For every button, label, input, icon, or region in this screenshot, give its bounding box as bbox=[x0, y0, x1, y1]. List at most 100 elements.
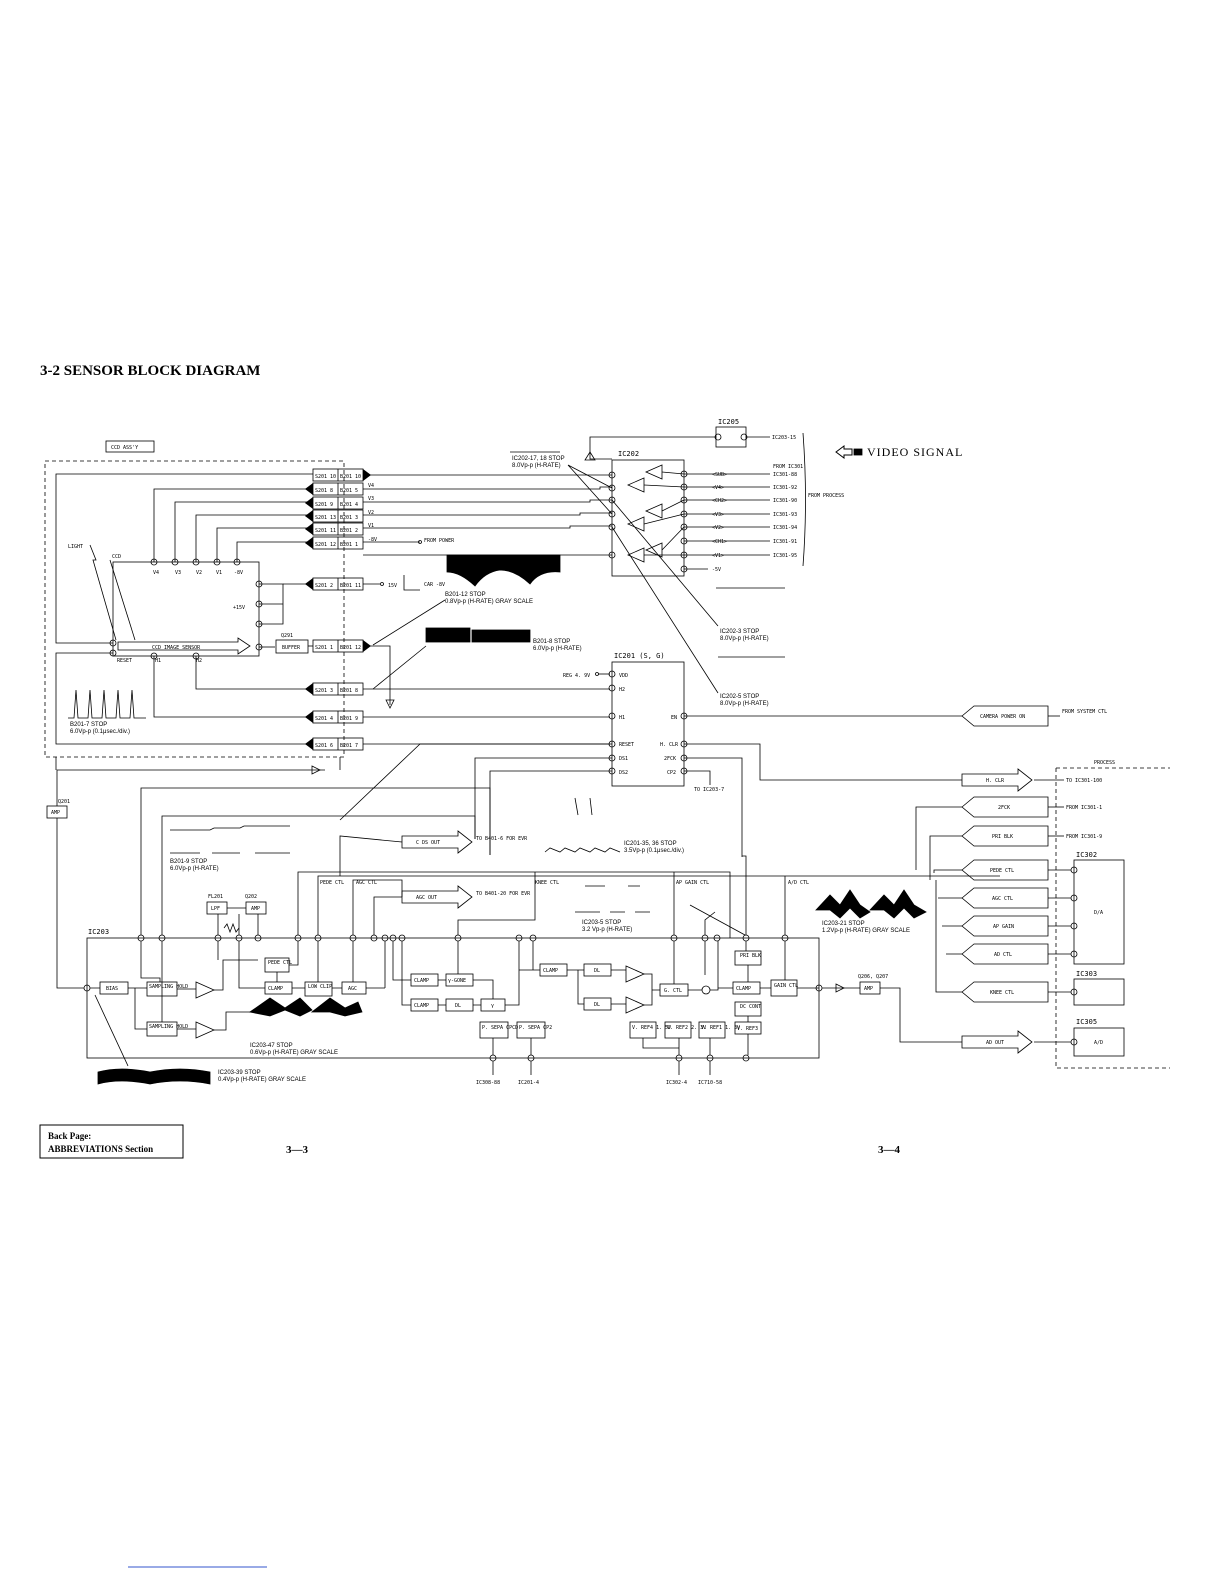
svg-text:V1: V1 bbox=[216, 570, 222, 576]
cds-out-arrow: C DS OUT TO B401-6 FOR EVR bbox=[401, 830, 528, 854]
waveform-ic202-5: IC202-5 STOP 8.0Vp-p (H-RATE) bbox=[611, 526, 769, 707]
legend-label: VIDEO SIGNAL bbox=[867, 445, 963, 459]
svg-text:IC203-15: IC203-15 bbox=[772, 435, 796, 441]
waveform-ic202-17: IC202-17, 18 STOP 8.0Vp-p (H-RATE) bbox=[510, 451, 613, 515]
agc-out-arrow: AGC OUT TO B401-20 FOR EVR bbox=[401, 885, 531, 909]
svg-text:FROM POWER: FROM POWER bbox=[424, 538, 455, 544]
svg-text:VDD: VDD bbox=[619, 673, 628, 679]
waveform-b201-12: B201-12 STOP 0.8Vp-p (H-RATE) GRAY SCALE bbox=[372, 554, 561, 646]
svg-text:GAIN CTL: GAIN CTL bbox=[774, 983, 798, 989]
svg-text:<V2>: <V2> bbox=[712, 525, 724, 531]
svg-text:AP GAIN CTL: AP GAIN CTL bbox=[676, 880, 709, 886]
waveform-ic203-5: IC203-5 STOP 3.2 Vp-p (H-RATE) bbox=[575, 885, 746, 936]
right-signal-arrows bbox=[961, 768, 1064, 1054]
svg-text:V3: V3 bbox=[175, 570, 181, 576]
back-page-line2: ABBREVIATIONS Section bbox=[48, 1144, 153, 1154]
svg-text:B201 10: B201 10 bbox=[340, 474, 361, 480]
svg-text:CLAMP: CLAMP bbox=[268, 986, 283, 992]
ic201-box bbox=[611, 661, 685, 787]
ccd-sensor-box bbox=[112, 561, 260, 657]
svg-text:BIAS: BIAS bbox=[106, 986, 118, 992]
svg-text:IC203-47 STOP: IC203-47 STOP bbox=[250, 1043, 293, 1049]
ccd-assy-label: CCD ASS'Y bbox=[111, 445, 138, 451]
svg-text:CAR -8V: CAR -8V bbox=[424, 582, 445, 588]
svg-text:<V1>: <V1> bbox=[712, 553, 724, 559]
page-number-left: 3—3 bbox=[286, 1144, 309, 1156]
waveform-ic202-3: IC202-3 STOP 8.0Vp-p (H-RATE) bbox=[611, 499, 785, 658]
ccd-label: CCD bbox=[112, 554, 121, 560]
svg-text:<CH2>: <CH2> bbox=[712, 498, 727, 504]
svg-text:0.6Vp-p (H-RATE) GRAY SCALE: 0.6Vp-p (H-RATE) GRAY SCALE bbox=[250, 1050, 338, 1056]
svg-text:PRI BLK: PRI BLK bbox=[740, 953, 761, 959]
ic202-box bbox=[611, 459, 685, 577]
svg-text:<V4>: <V4> bbox=[712, 485, 724, 491]
svg-text:H2: H2 bbox=[196, 658, 202, 664]
page-title: 3-2 SENSOR BLOCK DIAGRAM bbox=[40, 363, 260, 379]
back-page-box bbox=[39, 1124, 184, 1159]
svg-text:S201 8: S201 8 bbox=[315, 488, 333, 494]
svg-text:B201 4: B201 4 bbox=[340, 502, 358, 508]
svg-text:H1: H1 bbox=[619, 715, 625, 721]
svg-text:+15V: +15V bbox=[233, 605, 245, 611]
svg-text:DL: DL bbox=[455, 1003, 461, 1009]
svg-text:IC301-88: IC301-88 bbox=[773, 472, 797, 478]
svg-text:S201 6: S201 6 bbox=[315, 743, 333, 749]
svg-text:IC301-95: IC301-95 bbox=[773, 553, 797, 559]
low-clip-box bbox=[304, 981, 333, 997]
svg-text:S201 4: S201 4 bbox=[315, 716, 333, 722]
svg-text:AGC: AGC bbox=[348, 986, 357, 992]
svg-text:DC CONT: DC CONT bbox=[740, 1004, 761, 1010]
svg-text:FROM IC301-1: FROM IC301-1 bbox=[1066, 805, 1102, 811]
svg-text:8.0Vp-p (H-RATE): 8.0Vp-p (H-RATE) bbox=[720, 701, 769, 707]
svg-text:B201 9: B201 9 bbox=[340, 716, 358, 722]
svg-text:DS1: DS1 bbox=[619, 756, 628, 762]
ic303-box bbox=[1073, 978, 1125, 1006]
svg-text:6.0Vp-p (H-RATE): 6.0Vp-p (H-RATE) bbox=[533, 646, 582, 652]
svg-text:B201-12 STOP: B201-12 STOP bbox=[445, 592, 486, 598]
svg-text:IC203-21 STOP: IC203-21 STOP bbox=[822, 921, 865, 927]
svg-text:B201 5: B201 5 bbox=[340, 488, 358, 494]
svg-text:S201 9: S201 9 bbox=[315, 502, 333, 508]
svg-text:RESET: RESET bbox=[117, 658, 132, 664]
svg-text:A/D: A/D bbox=[1094, 1040, 1103, 1046]
svg-text:S201 2: S201 2 bbox=[315, 583, 333, 589]
svg-text:SAMPLING HOLD: SAMPLING HOLD bbox=[149, 1024, 188, 1030]
svg-text:FROM IC301: FROM IC301 bbox=[773, 464, 803, 470]
svg-text:Q201: Q201 bbox=[58, 799, 70, 805]
svg-text:P. SEPA CP2: P. SEPA CP2 bbox=[519, 1025, 552, 1031]
waveform-ic203-21: IC203-21 STOP 1.2Vp-p (H-RATE) GRAY SCAL… bbox=[815, 889, 927, 934]
svg-text:6.0Vp-p (H-RATE): 6.0Vp-p (H-RATE) bbox=[170, 866, 219, 872]
svg-text:KNEE CTL: KNEE CTL bbox=[990, 990, 1014, 996]
svg-text:AMP: AMP bbox=[251, 906, 260, 912]
svg-text:H. CLR: H. CLR bbox=[986, 778, 1005, 784]
svg-text:IC201-35, 36 STOP: IC201-35, 36 STOP bbox=[624, 841, 677, 847]
svg-text:FROM SYSTEM CTL: FROM SYSTEM CTL bbox=[1062, 709, 1107, 715]
svg-text:B201-7 STOP: B201-7 STOP bbox=[70, 722, 107, 728]
svg-text:IC203-5 STOP: IC203-5 STOP bbox=[582, 920, 621, 926]
svg-text:A/D CTL: A/D CTL bbox=[788, 880, 809, 886]
svg-text:Q206, Q207: Q206, Q207 bbox=[858, 974, 888, 980]
waveform-b201-7: B201-7 STOP 6.0Vp-p (0.1μsec./div.) bbox=[68, 689, 146, 735]
svg-text:IC201-4: IC201-4 bbox=[518, 1080, 539, 1086]
svg-text:RESET: RESET bbox=[619, 742, 634, 748]
svg-text:TO IC301-100: TO IC301-100 bbox=[1066, 778, 1102, 784]
waveform-ic203-39: IC203-39 STOP 0.4Vp-p (H-RATE) GRAY SCAL… bbox=[94, 994, 306, 1085]
svg-text:AMP: AMP bbox=[864, 986, 873, 992]
svg-text:6.0Vp-p (0.1μsec./div.): 6.0Vp-p (0.1μsec./div.) bbox=[70, 729, 130, 735]
svg-text:CLAMP: CLAMP bbox=[543, 968, 558, 974]
buffer-label: BUFFER bbox=[282, 645, 301, 651]
svg-text:LOW CLIP: LOW CLIP bbox=[308, 984, 332, 990]
svg-text:AGC OUT: AGC OUT bbox=[416, 895, 437, 901]
svg-text:3.5Vp-p (0.1μsec./div.): 3.5Vp-p (0.1μsec./div.) bbox=[624, 848, 684, 854]
ccd-image-sensor-label: CCD IMAGE SENSOR bbox=[152, 645, 201, 651]
comparators-1 bbox=[195, 981, 215, 1039]
svg-text:AD OUT: AD OUT bbox=[986, 1040, 1004, 1046]
svg-text:IC303: IC303 bbox=[1076, 970, 1097, 978]
camera-power-on-label: CAMERA POWER ON bbox=[980, 714, 1025, 720]
ic305-box bbox=[1073, 1027, 1125, 1057]
svg-text:V4: V4 bbox=[153, 570, 159, 576]
svg-text:AMP: AMP bbox=[51, 810, 60, 816]
svg-text:IC202-3 STOP: IC202-3 STOP bbox=[720, 629, 759, 635]
svg-text:B201 8: B201 8 bbox=[340, 688, 358, 694]
svg-text:IC301-91: IC301-91 bbox=[773, 539, 797, 545]
